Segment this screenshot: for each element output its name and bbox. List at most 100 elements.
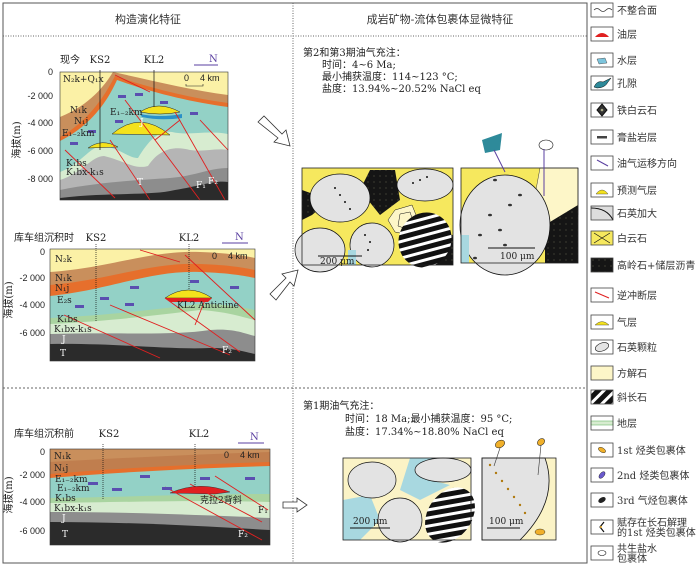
kaolinite-icon — [590, 257, 614, 273]
fault-label: F₁ — [196, 181, 206, 191]
right-column-title: 成岩矿物-流体包裹体显微特征 — [367, 12, 514, 26]
layer-label: N₁k — [70, 106, 87, 116]
legend-item-gas: 气层 — [590, 314, 637, 330]
legend-item-migration: 油气运移方向 — [590, 155, 677, 171]
inclusion-callout-icon — [495, 439, 505, 449]
migration-icon — [590, 155, 614, 171]
scale-bar-label: 100 μm — [489, 517, 524, 527]
legend-item-ankerite: 铁白云石 — [590, 102, 657, 118]
layer-label: N₁j — [55, 284, 69, 294]
brine-icon — [590, 545, 614, 561]
y-tick: -2 000 — [19, 470, 45, 480]
legend-item-water: 水层 — [590, 52, 637, 68]
legend-item-strata: 地层 — [590, 415, 637, 431]
legend-item-quartz-grain: 石英颗粒 — [590, 339, 657, 355]
legend-item-predicted-gas: 预测气层 — [590, 182, 657, 198]
layer-label: J — [139, 118, 144, 128]
layer-label: K₁bx-k₁s — [54, 504, 92, 514]
fault-label: F₂ — [208, 177, 218, 187]
thin-section-sketch-2-3-high-mag — [459, 133, 579, 276]
inclusion-1-icon — [590, 442, 614, 458]
legend-item-inclusion-1: 1st 烃类包裹体 — [590, 442, 686, 458]
scale-km: 4 km — [228, 251, 248, 261]
north-label: N — [235, 232, 244, 243]
scale-bar-label: 200 μm — [320, 257, 355, 267]
charge-1-title: 第1期油气充注： — [303, 399, 379, 412]
legend-label: 的1st 烃类包裹体 — [617, 526, 696, 539]
ankerite-icon — [590, 102, 614, 118]
layer-label: E₁₋₂km — [110, 108, 143, 118]
pore-callout-icon — [482, 133, 502, 153]
layer-label: J — [61, 514, 66, 524]
strata-icon — [590, 415, 614, 431]
legend-label: 孔隙 — [617, 77, 637, 90]
legend-label: 赋存在长石解理 — [617, 516, 687, 529]
legend: 不整合面油层水层孔隙铁白云石膏盐岩层油气运移方向预测气层石英加大白云石高岭石+储… — [590, 2, 696, 565]
y-axis-label: 海拔(m) — [2, 476, 15, 513]
legend-label: 1st 烃类包裹体 — [617, 444, 686, 457]
legend-label: 膏盐岩层 — [617, 131, 657, 144]
gypsum-markers — [70, 93, 198, 145]
legend-item-calcite: 方解石 — [590, 365, 647, 381]
layer-label: K₁bs — [66, 159, 87, 169]
layer-label: N₁j — [74, 117, 88, 127]
north-label: N — [209, 54, 218, 65]
layer-label: K₁bx-k₁s — [66, 168, 104, 178]
legend-item-inclusion-3: 3rd 气烃包裹体 — [590, 492, 688, 508]
gas-icon — [590, 314, 614, 330]
structure-label: 克拉2背斜 — [200, 494, 242, 506]
hollow-arrow-icon — [269, 269, 299, 301]
legend-item-pore: 孔隙 — [590, 75, 637, 91]
legend-label: 不整合面 — [617, 4, 657, 17]
scale-bar-label: 100 μm — [500, 252, 535, 262]
scale-zero: 0 — [212, 251, 217, 261]
layer-label: N₂k+Q₁x — [63, 75, 104, 85]
legend-item-thrust-fault: 逆冲断层 — [590, 287, 657, 303]
layer-label: K₁bs — [55, 494, 76, 504]
legend-label: 石英加大 — [617, 207, 657, 220]
legend-label: 高岭石+储层沥青 — [617, 259, 695, 272]
hollow-arrow-icon — [257, 115, 291, 147]
legend-label: 逆冲断层 — [617, 289, 657, 302]
inclusion-callout-icon — [538, 139, 554, 151]
cross-section-present — [59, 70, 229, 201]
charge-2-3-time: 时间：4~6 Ma; — [322, 58, 396, 71]
y-tick: -2 000 — [27, 91, 53, 101]
scale-zero: 0 — [224, 450, 229, 460]
legend-item-inclusion-2: 2nd 烃类包裹体 — [590, 467, 689, 483]
well-kl2-label: KL2 — [144, 55, 164, 66]
inclusion-callout-icon — [537, 438, 545, 446]
layer-label: E₂s — [57, 296, 72, 306]
scale-km: 4 km — [240, 450, 260, 460]
y-tick: -6 000 — [27, 146, 53, 156]
scale-zero: 0 — [184, 73, 189, 83]
legend-label: 水层 — [617, 55, 637, 67]
structure-label: KL2 Anticline — [177, 301, 239, 311]
layer-label: T — [62, 530, 68, 540]
legend-label: 油气运移方向 — [617, 157, 677, 170]
charge-2-3-title: 第2和第3期油气充注： — [303, 46, 406, 59]
cross-section-kuqa-deposition — [49, 244, 256, 362]
calcite-icon — [590, 365, 614, 381]
stage-label-pre-kuqa: 库车组沉积前 — [14, 427, 74, 440]
oil-icon — [590, 26, 614, 42]
cross-section-pre-kuqa — [49, 444, 271, 546]
left-column-title: 构造演化特征 — [115, 12, 181, 26]
scale-bar-label: 200 μm — [353, 517, 388, 527]
charge-2-3-salinity: 盐度：13.94%~20.52% NaCl eq — [322, 82, 481, 95]
legend-label: 预测气层 — [617, 184, 657, 197]
well-ks2-label: KS2 — [90, 55, 111, 66]
layer-label: K₁bs — [57, 315, 78, 325]
fault-label: F₂ — [222, 346, 232, 356]
thin-section-sketch-1-low-mag — [342, 457, 475, 543]
y-tick: -6 000 — [19, 328, 45, 338]
gypsum-icon — [590, 129, 614, 145]
y-tick: 0 — [48, 67, 53, 77]
quartz-grain-icon — [590, 339, 614, 355]
charge-2-3-temp: 最小捕获温度：114~123 °C; — [322, 70, 458, 83]
inclusion-2-icon — [590, 467, 614, 483]
pore-icon — [590, 75, 614, 91]
unconformity-icon — [590, 2, 614, 18]
layer-label: N₂k — [55, 255, 72, 265]
